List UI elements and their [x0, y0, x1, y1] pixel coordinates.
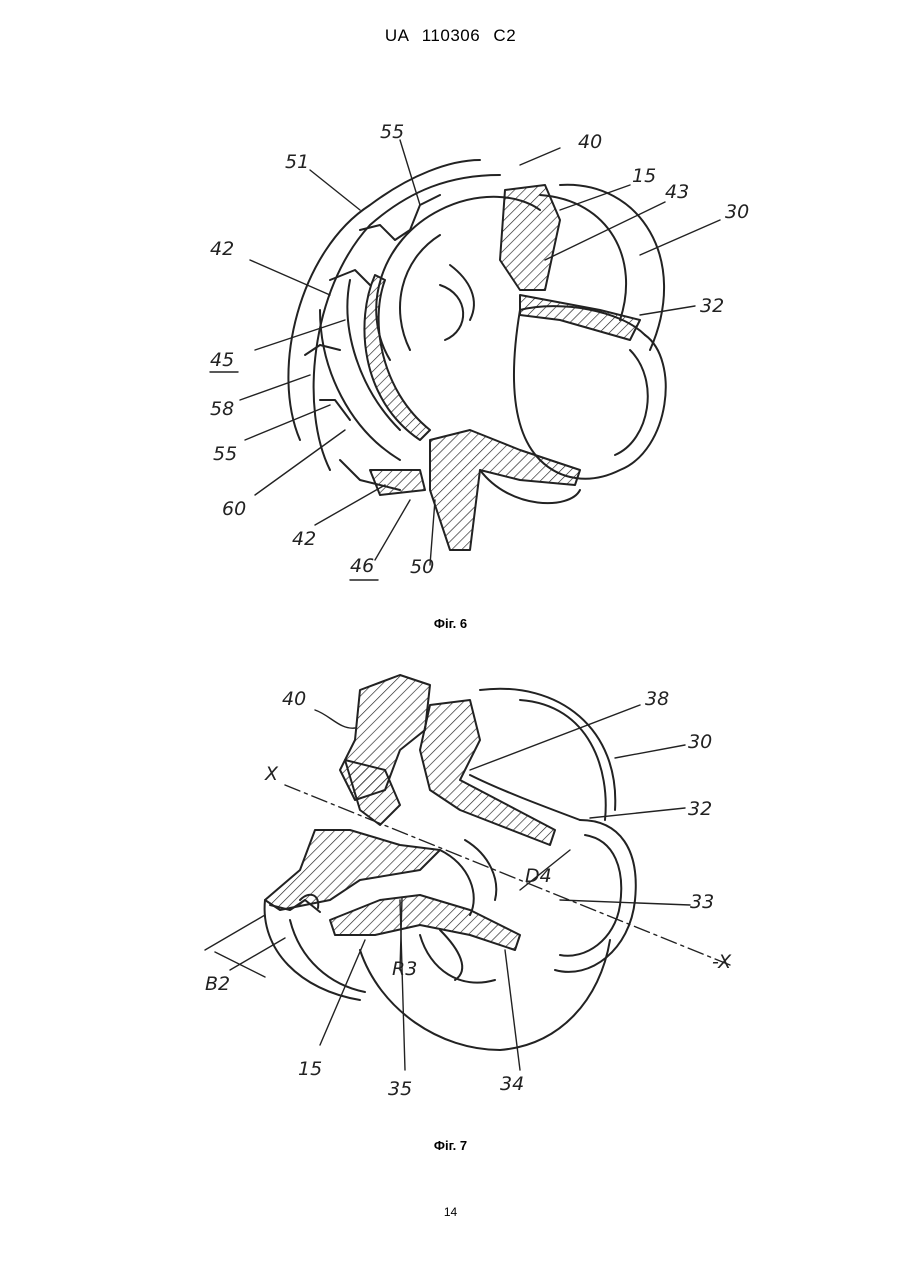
label-40: 40: [578, 131, 602, 153]
label-34: 34: [500, 1073, 524, 1095]
label-42-top: 42: [210, 238, 234, 260]
label-40: 40: [282, 688, 306, 710]
label-15: 15: [298, 1058, 322, 1080]
label-51: 51: [285, 151, 309, 173]
label-30: 30: [725, 201, 749, 223]
figure-6-caption: Фіг. 6: [0, 616, 901, 631]
figure-7: 40 38 30 X 32 D4 33 -X B2 R3 15 35 34: [0, 650, 901, 1110]
label-43: 43: [665, 181, 689, 203]
patent-number-header: UA 110306 C2: [0, 26, 901, 46]
label-45: 45: [210, 349, 234, 371]
label-d4: D4: [525, 865, 552, 887]
label-32: 32: [688, 798, 712, 820]
label-58: 58: [210, 398, 234, 420]
figure-7-caption: Фіг. 7: [0, 1138, 901, 1153]
label-32: 32: [700, 295, 724, 317]
fig6-drawing: [210, 140, 720, 580]
label-r3: R3: [392, 958, 417, 980]
label-42-bottom: 42: [292, 528, 316, 550]
label-15: 15: [632, 165, 656, 187]
label-35: 35: [388, 1078, 412, 1100]
label-x-end: -X: [712, 951, 732, 973]
label-33: 33: [690, 891, 714, 913]
label-55-bottom: 55: [213, 443, 237, 465]
label-30: 30: [688, 731, 712, 753]
figure-6: 40 15 43 30 32 55 51 42 45 58 55 60 42 4…: [0, 110, 901, 600]
page-number: 14: [0, 1205, 901, 1219]
label-50: 50: [410, 556, 434, 578]
label-38: 38: [645, 688, 669, 710]
label-b2: B2: [205, 973, 230, 995]
label-60: 60: [222, 498, 246, 520]
label-55-top: 55: [380, 121, 404, 143]
fig7-drawing: [205, 675, 730, 1070]
label-x-start: X: [264, 763, 279, 785]
label-46: 46: [350, 555, 374, 577]
